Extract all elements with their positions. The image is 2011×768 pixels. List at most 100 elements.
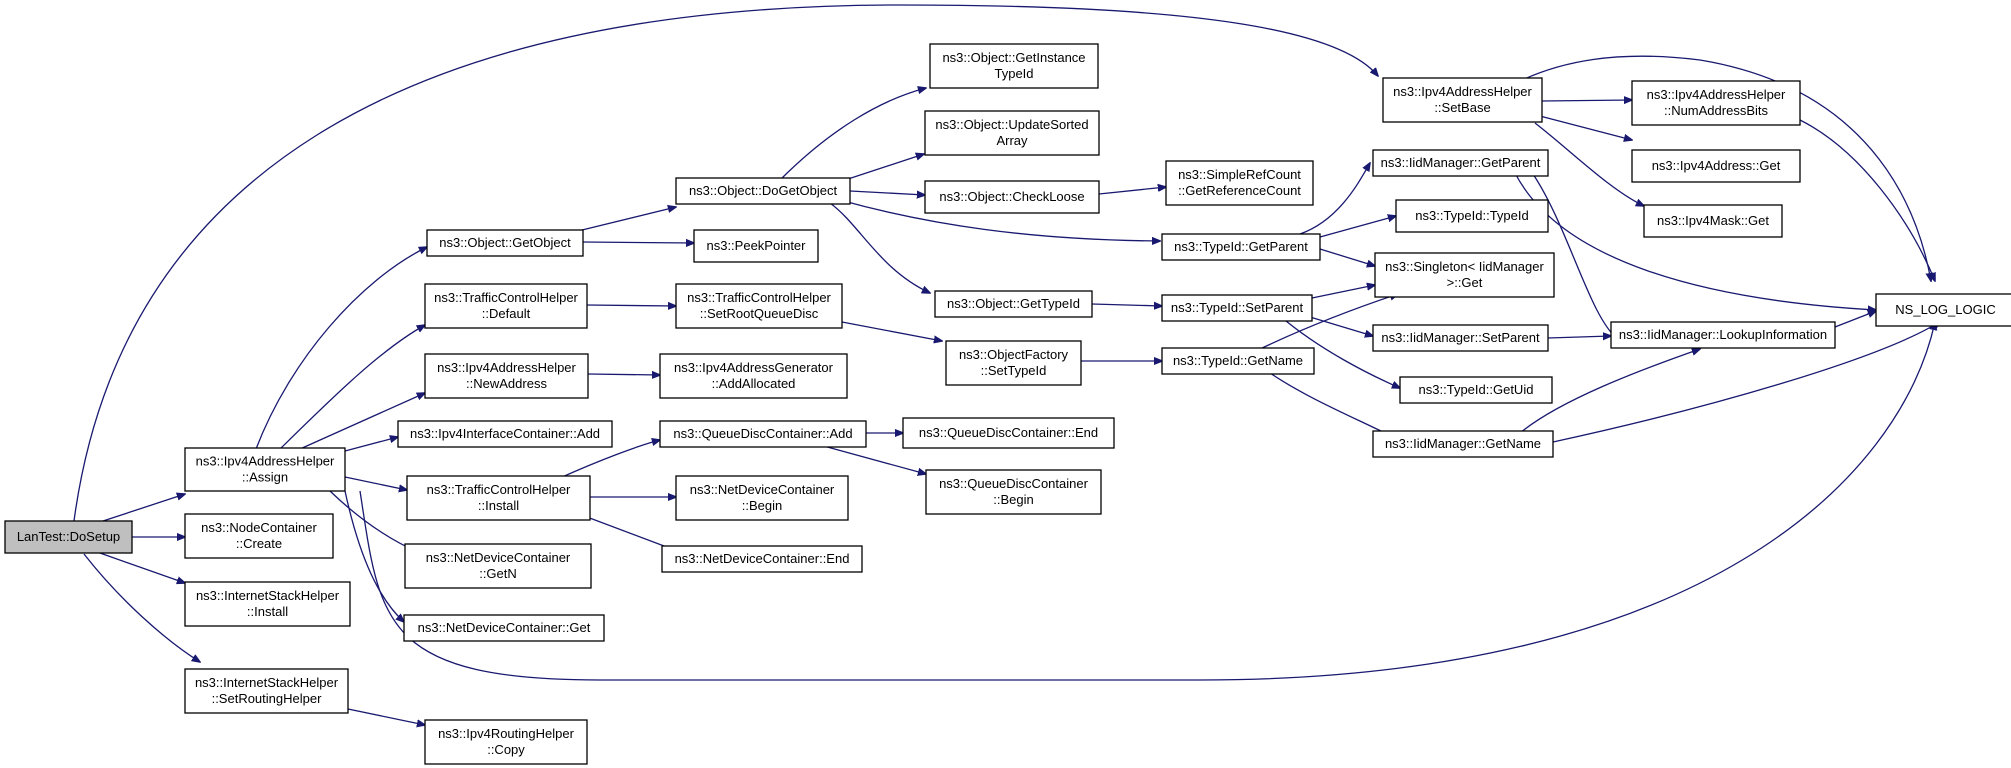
- node-box: [1161, 294, 1313, 322]
- node-nc-create[interactable]: ns3::NodeContainer::Create: [184, 513, 334, 559]
- node-label: ns3::NetDeviceContainer::End: [675, 551, 850, 566]
- node-label: ns3::NetDeviceContainer: [690, 482, 835, 497]
- node-refcount[interactable]: ns3::SimpleRefCount::GetReferenceCount: [1165, 160, 1314, 206]
- node-ndc-end[interactable]: ns3::NetDeviceContainer::End: [661, 545, 863, 573]
- node-box: [1161, 347, 1315, 375]
- node-numaddr[interactable]: ns3::Ipv4AddressHelper::NumAddressBits: [1631, 80, 1801, 126]
- node-label: ns3::Object::DoGetObject: [689, 183, 838, 198]
- node-peekpointer[interactable]: ns3::PeekPointer: [693, 229, 819, 263]
- node-assign[interactable]: ns3::Ipv4AddressHelper::Assign: [184, 447, 346, 492]
- node-typeid-getparent[interactable]: ns3::TypeId::GetParent: [1161, 233, 1321, 261]
- node-iid-setparent[interactable]: ns3::IidManager::SetParent: [1372, 324, 1549, 352]
- node-label: ns3::Ipv4AddressHelper: [1393, 84, 1532, 99]
- node-label: ns3::TrafficControlHelper: [687, 290, 831, 305]
- node-label: ns3::Object::GetTypeId: [947, 296, 1080, 311]
- node-ish-setrouting[interactable]: ns3::InternetStackHelper::SetRoutingHelp…: [184, 668, 349, 714]
- edge-getname-singleton: [1259, 294, 1398, 350]
- node-label: ns3::TypeId::GetUid: [1419, 382, 1534, 397]
- node-label: ns3::TypeId::SetParent: [1171, 300, 1304, 315]
- edge-dosetup-setbase: [73, 4, 1378, 522]
- node-tch-install[interactable]: ns3::TrafficControlHelper::Install: [406, 475, 591, 521]
- edge-setbase-nslog: [1511, 55, 1931, 281]
- node-label: ns3::Singleton< IidManager: [1385, 259, 1544, 274]
- node-qdc-end[interactable]: ns3::QueueDiscContainer::End: [902, 417, 1115, 449]
- node-label: ns3::NetDeviceContainer: [426, 550, 571, 565]
- node-maskget[interactable]: ns3::Ipv4Mask::Get: [1643, 204, 1783, 238]
- node-box: [1631, 80, 1801, 126]
- node-getobject[interactable]: ns3::Object::GetObject: [426, 229, 584, 257]
- edge-newaddr-addralloc: [587, 374, 660, 375]
- node-box: [924, 110, 1100, 156]
- node-label: ns3::Ipv4Address::Get: [1652, 158, 1781, 173]
- node-iid-getparent[interactable]: ns3::IidManager::GetParent: [1372, 149, 1549, 177]
- node-addralloc[interactable]: ns3::Ipv4AddressGenerator::AddAllocated: [659, 353, 848, 399]
- edge-assign-nslog: [359, 322, 1935, 681]
- node-box: [1372, 149, 1549, 177]
- node-tch-default[interactable]: ns3::TrafficControlHelper::Default: [424, 283, 588, 329]
- edge-setbase-numaddr: [1541, 100, 1632, 101]
- node-obj-gettypeid[interactable]: ns3::Object::GetTypeId: [934, 290, 1093, 318]
- node-nslog[interactable]: NS_LOG_LOGIC: [1875, 293, 2011, 327]
- edge-tchdefault-setroot: [586, 305, 676, 306]
- node-ific-add[interactable]: ns3::Ipv4InterfaceContainer::Add: [397, 420, 613, 448]
- node-box: [1643, 204, 1783, 238]
- edge-objgettypeid-setparent: [1091, 304, 1162, 306]
- node-typeid-getuid[interactable]: ns3::TypeId::GetUid: [1399, 376, 1553, 404]
- node-typeid-getname[interactable]: ns3::TypeId::GetName: [1161, 347, 1315, 375]
- edge-getname-iidgetname: [1269, 372, 1395, 438]
- node-ndc-get[interactable]: ns3::NetDeviceContainer::Get: [403, 614, 605, 642]
- node-tch-setroot[interactable]: ns3::TrafficControlHelper::SetRootQueueD…: [675, 283, 843, 329]
- node-box: [426, 229, 584, 257]
- node-label: ns3::IidManager::GetParent: [1381, 155, 1541, 170]
- edge-assign-ificadd: [344, 437, 398, 452]
- node-ndc-getn[interactable]: ns3::NetDeviceContainer::GetN: [404, 543, 592, 589]
- node-label: NS_LOG_LOGIC: [1895, 302, 1995, 317]
- node-label: ns3::ObjectFactory: [959, 347, 1069, 362]
- edge-dosetup-ishsetrouting: [83, 553, 200, 662]
- node-label: >::Get: [1447, 275, 1483, 290]
- node-singleton[interactable]: ns3::Singleton< IidManager>::Get: [1374, 252, 1555, 298]
- edge-dosetup-assign: [99, 494, 185, 523]
- node-iid-getname[interactable]: ns3::IidManager::GetName: [1372, 430, 1554, 458]
- node-label: ns3::TypeId::TypeId: [1415, 208, 1528, 223]
- node-objfactory[interactable]: ns3::ObjectFactory::SetTypeId: [945, 340, 1082, 386]
- node-checkloose[interactable]: ns3::Object::CheckLoose: [924, 180, 1100, 214]
- edge-dgo-getinsttypeid: [779, 88, 926, 181]
- node-label: LanTest::DoSetup: [17, 529, 120, 544]
- node-ndc-begin[interactable]: ns3::NetDeviceContainer::Begin: [675, 475, 849, 521]
- node-setbase[interactable]: ns3::Ipv4AddressHelper::SetBase: [1382, 77, 1543, 123]
- node-root[interactable]: LanTest::DoSetup: [4, 520, 133, 554]
- edge-dgo-typeidgetparent: [839, 199, 1160, 241]
- node-box: [1374, 252, 1555, 298]
- node-label: ns3::TypeId::GetName: [1173, 353, 1303, 368]
- node-box: [184, 581, 351, 627]
- node-label: ::GetN: [479, 566, 517, 581]
- edge-dgo-updsorted: [844, 154, 924, 181]
- node-label: ::Assign: [242, 470, 288, 485]
- node-label: ns3::Object::GetInstance: [942, 50, 1085, 65]
- node-label: ns3::NetDeviceContainer::Get: [418, 620, 591, 635]
- node-ipv4-newaddr[interactable]: ns3::Ipv4AddressHelper::NewAddress: [424, 353, 589, 399]
- edge-tchinstall-qdcadd: [559, 440, 660, 479]
- edge-setbase-maskget: [1534, 122, 1644, 206]
- node-box: [929, 43, 1099, 89]
- edge-qdcadd-qdcbegin: [819, 444, 926, 474]
- node-typeid-setparent[interactable]: ns3::TypeId::SetParent: [1161, 294, 1313, 322]
- node-qdc-add[interactable]: ns3::QueueDiscContainer::Add: [659, 420, 867, 448]
- node-rh-copy[interactable]: ns3::Ipv4RoutingHelper::Copy: [424, 719, 588, 765]
- node-dogetobject[interactable]: ns3::Object::DoGetObject: [675, 177, 851, 205]
- node-label: ns3::SimpleRefCount: [1178, 167, 1301, 182]
- node-box: [406, 475, 591, 521]
- node-label: ns3::Ipv4AddressHelper: [196, 454, 335, 469]
- node-box: [675, 475, 849, 521]
- node-addrget[interactable]: ns3::Ipv4Address::Get: [1631, 149, 1801, 183]
- node-label: ns3::QueueDiscContainer::Add: [673, 426, 852, 441]
- node-qdc-begin[interactable]: ns3::QueueDiscContainer::Begin: [925, 469, 1102, 515]
- node-box: [397, 420, 613, 448]
- node-ish-install[interactable]: ns3::InternetStackHelper::Install: [184, 581, 351, 627]
- node-lookupinfo[interactable]: ns3::IidManager::LookupInformation: [1610, 321, 1836, 349]
- node-typeid-typeid[interactable]: ns3::TypeId::TypeId: [1395, 199, 1549, 233]
- edge-assign-tchinstall: [344, 476, 407, 490]
